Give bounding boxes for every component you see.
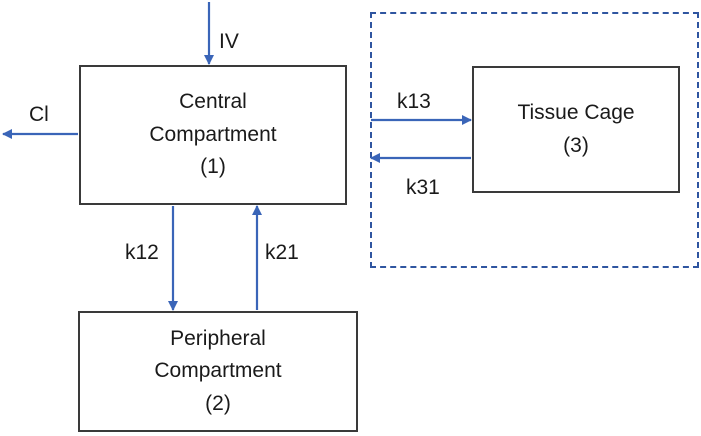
iv-label: IV [219, 30, 239, 53]
peripheral-compartment-line1: Peripheral [170, 326, 266, 350]
k12-label: k12 [125, 241, 159, 264]
central-compartment-line2: Compartment [149, 122, 277, 146]
k13-label: k13 [397, 90, 431, 113]
central-compartment-line1: Central [179, 90, 247, 114]
peripheral-compartment-line2: Compartment [154, 359, 282, 383]
tissue-cage-box: Tissue Cage (3) [472, 66, 680, 193]
tissue-cage-line1: Tissue Cage [517, 100, 635, 124]
central-compartment-box: Central Compartment (1) [79, 65, 347, 205]
peripheral-compartment-line3: (2) [205, 391, 231, 415]
k31-label: k31 [406, 176, 440, 199]
tissue-cage-line2: (3) [563, 133, 589, 157]
k21-label: k21 [265, 241, 299, 264]
tissue-cage-boundary [370, 12, 699, 268]
cl-label: Cl [29, 103, 49, 126]
peripheral-compartment-box: Peripheral Compartment (2) [78, 311, 358, 432]
central-compartment-line3: (1) [200, 155, 226, 179]
